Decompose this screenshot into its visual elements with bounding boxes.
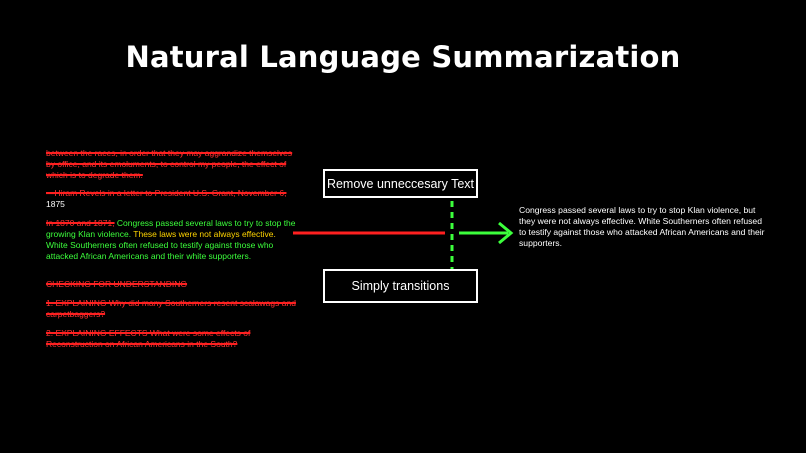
source-question-2: 2. EXPLAINING EFFECTS What were some eff… bbox=[46, 328, 296, 350]
source-paragraph-quote: between the races, in order that they ma… bbox=[46, 148, 296, 181]
source-paragraph-main: In 1870 and 1871, Congress passed severa… bbox=[46, 218, 296, 262]
source-heading-check: CHECKING FOR UNDERSTANDING bbox=[46, 279, 296, 290]
struck-text: CHECKING FOR UNDERSTANDING bbox=[46, 279, 188, 289]
struck-text: —Hiram Revels in a letter to President U… bbox=[46, 188, 287, 198]
source-paragraph-citation: —Hiram Revels in a letter to President U… bbox=[46, 188, 296, 210]
step-simplify-transitions: Simply transitions bbox=[323, 269, 478, 303]
struck-text: In 1870 and 1871, bbox=[46, 218, 115, 228]
kept-text: Congress passed several laws to try to s… bbox=[46, 218, 296, 239]
kept-text: White Southerners often refused to testi… bbox=[46, 240, 274, 261]
source-question-1: 1. EXPLAINING Why did many Southerners r… bbox=[46, 298, 296, 320]
slide-title: Natural Language Summarization bbox=[125, 40, 681, 74]
arrow-head-icon bbox=[498, 221, 514, 245]
step-remove-text: Remove unneccesary Text bbox=[323, 169, 478, 198]
struck-text: 1. EXPLAINING Why did many Southerners r… bbox=[46, 298, 296, 319]
struck-text: 2. EXPLAINING EFFECTS What were some eff… bbox=[46, 328, 251, 349]
citation-year: 1875 bbox=[46, 199, 65, 209]
struck-text: between the races, in order that they ma… bbox=[46, 148, 293, 180]
summary-output: Congress passed several laws to try to s… bbox=[519, 205, 765, 248]
modified-text: These laws were not always effective. bbox=[133, 229, 276, 239]
